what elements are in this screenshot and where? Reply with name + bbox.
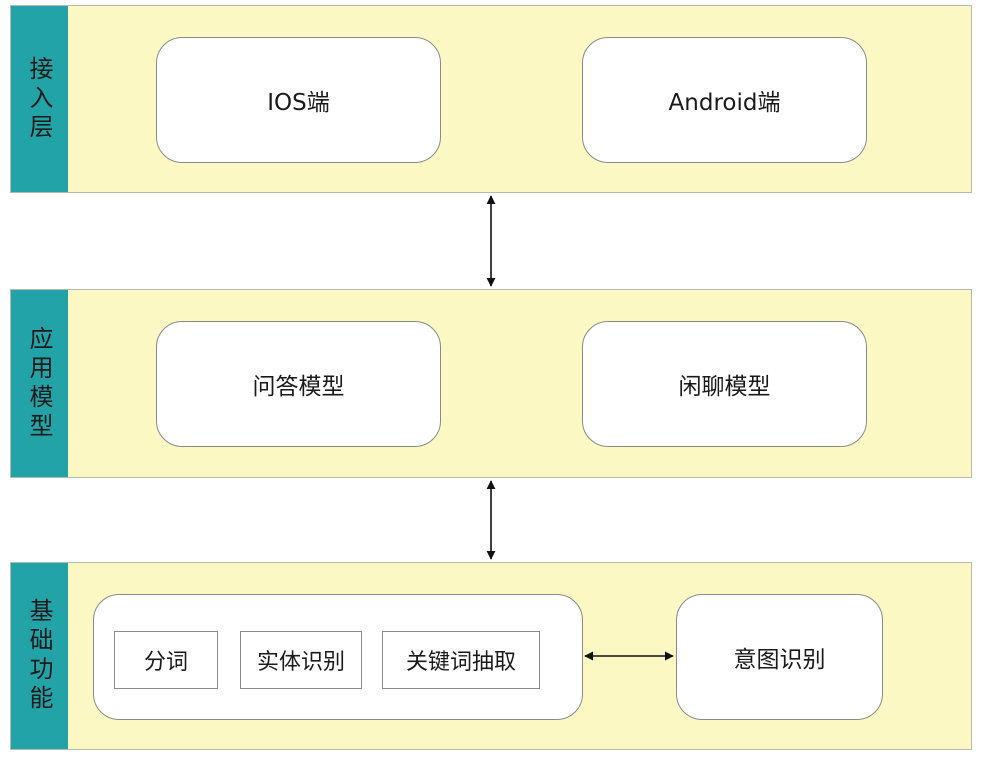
intent-recognition-label: 意图识别 [733, 647, 826, 673]
access-layer: 接入层 IOS端 Android端 [10, 5, 972, 193]
chitchat-model-label: 闲聊模型 [678, 374, 771, 400]
entity-recognition-label: 实体识别 [256, 650, 345, 675]
chitchat-model-box: 闲聊模型 [582, 321, 867, 447]
ios-client-box: IOS端 [156, 37, 441, 163]
application-model-layer: 应用模型 问答模型 闲聊模型 [10, 289, 972, 478]
qa-model-box: 问答模型 [156, 321, 441, 447]
application-model-layer-tab: 应用模型 [11, 290, 68, 477]
word-segmentation-box: 分词 [114, 631, 218, 689]
application-model-layer-label: 应用模型 [25, 325, 53, 442]
access-layer-label: 接入层 [25, 55, 53, 143]
entity-recognition-box: 实体识别 [240, 631, 362, 689]
qa-model-label: 问答模型 [252, 374, 345, 400]
basic-functions-layer: 基础功能 分词 实体识别 关键词抽取 意图识别 [10, 562, 972, 750]
android-client-box: Android端 [582, 37, 867, 163]
basic-functions-layer-label: 基础功能 [25, 598, 53, 714]
ios-client-label: IOS端 [267, 90, 330, 116]
access-layer-tab: 接入层 [11, 6, 68, 192]
android-client-label: Android端 [668, 90, 781, 116]
keyword-extraction-label: 关键词抽取 [405, 650, 516, 675]
basic-functions-layer-tab: 基础功能 [11, 563, 68, 749]
keyword-extraction-box: 关键词抽取 [382, 631, 540, 689]
word-segmentation-label: 分词 [143, 650, 188, 675]
intent-recognition-box: 意图识别 [676, 594, 883, 720]
